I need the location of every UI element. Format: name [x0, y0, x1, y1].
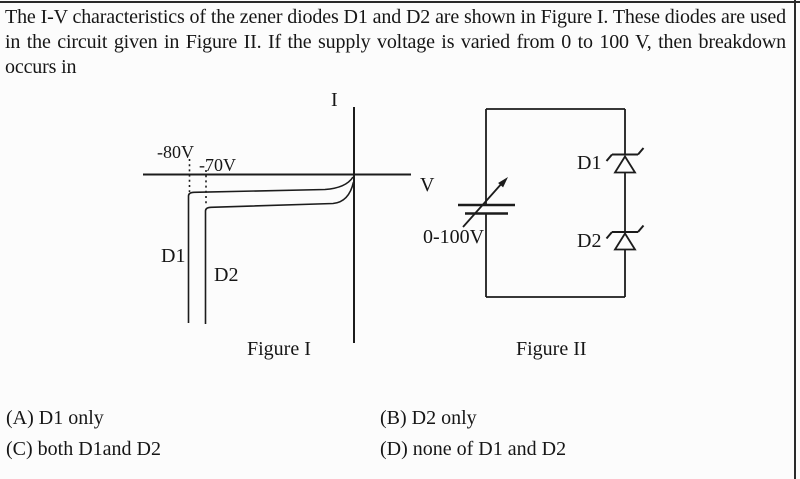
question-text: The I-V characteristics of the zener dio…	[5, 5, 786, 80]
d1-diode-label: D1	[577, 152, 602, 174]
d1-breakdown-voltage-label: -80V	[157, 142, 194, 162]
d1-curve-label: D1	[161, 245, 186, 267]
d1-zener-triangle	[613, 154, 637, 174]
option-d-text: none of D1 and D2	[412, 438, 567, 460]
d2-zener-triangle	[613, 231, 637, 251]
option-c-text: both D1and D2	[37, 438, 161, 460]
variable-arrow-head	[498, 177, 508, 188]
question-line-2: in the circuit given in Figure II. If th…	[5, 31, 786, 53]
option-b-text: D2 only	[411, 407, 477, 429]
variable-arrow-shaft	[462, 181, 504, 228]
voltage-axis-label: V	[420, 174, 435, 196]
right-border-line	[794, 0, 796, 479]
current-axis-label: I	[331, 89, 338, 111]
d2-diode-label: D2	[577, 230, 602, 252]
option-a: (A) D1 only	[6, 407, 104, 429]
option-c: (C) both D1and D2	[6, 438, 161, 460]
figure2-circuit	[458, 108, 645, 298]
option-d-label: (D)	[380, 438, 408, 460]
source-range-label: 0-100V	[423, 226, 485, 248]
option-b: (B) D2 only	[380, 407, 477, 429]
question-line-3: occurs in	[5, 56, 77, 78]
d1-iv-curve	[187, 176, 354, 323]
figure1-graph	[143, 107, 411, 343]
question-line-1: The I-V characteristics of the zener dio…	[5, 6, 786, 28]
d1-zener-cathode-bar	[605, 147, 645, 162]
option-c-label: (C)	[6, 438, 33, 460]
figure2-caption: Figure II	[516, 338, 587, 360]
d2-curve-label: D2	[214, 264, 239, 286]
option-b-label: (B)	[380, 407, 407, 429]
figure1-caption: Figure I	[247, 338, 311, 360]
option-a-text: D1 only	[38, 407, 104, 429]
d2-breakdown-voltage-label: -70V	[199, 155, 236, 175]
top-border-line	[0, 1, 800, 3]
option-a-label: (A)	[6, 407, 34, 429]
d2-iv-curve	[204, 181, 355, 324]
option-d: (D) none of D1 and D2	[380, 438, 566, 460]
